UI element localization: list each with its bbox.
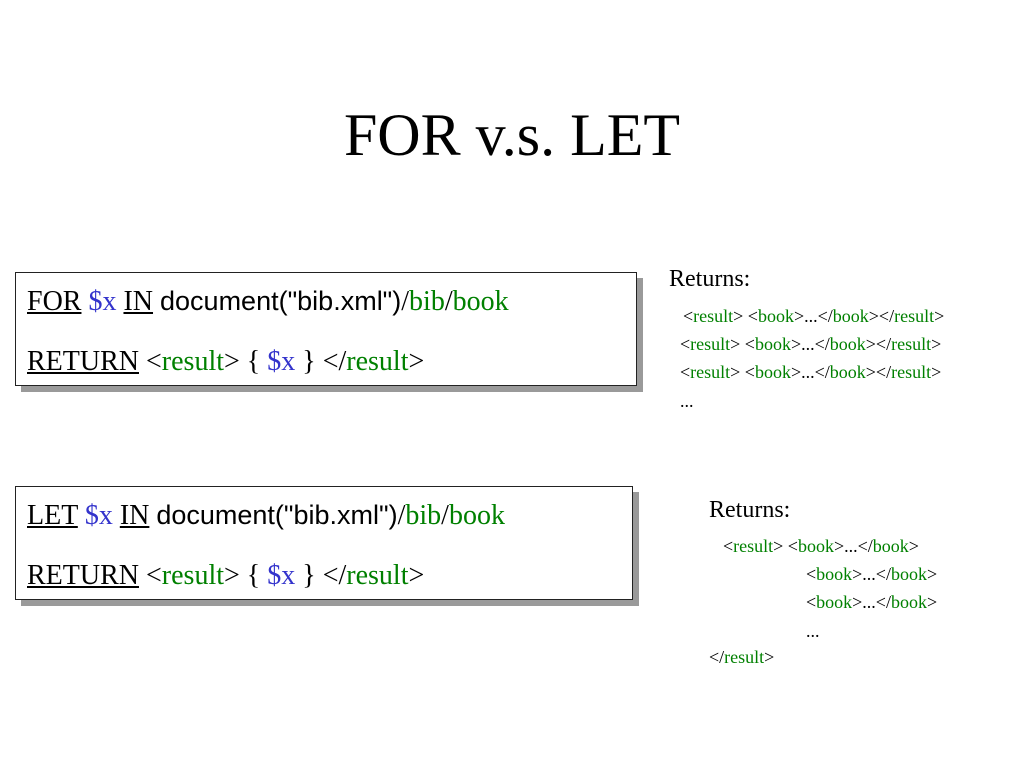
for-query-box: FOR $x IN document("bib.xml")/bib/book R… [15, 272, 637, 386]
path-separator: / [397, 500, 406, 531]
tag-punct: > { [224, 560, 261, 591]
let-result-book-row: <book>...</book> [806, 564, 938, 584]
in-keyword: IN [119, 500, 150, 531]
let-result-open-row: <result> <book>...</book> [723, 536, 919, 556]
return-variable: $x [267, 560, 296, 591]
document-call: document("bib.xml") [156, 500, 398, 530]
let-result-book-row: <book>...</book> [806, 592, 938, 612]
path-bib: bib [409, 286, 445, 317]
for-returns-label: Returns: [669, 266, 751, 292]
return-keyword: RETURN [27, 560, 139, 591]
result-close-tag: result [346, 560, 409, 591]
tag-punct: < [146, 560, 162, 591]
path-book: book [448, 500, 505, 531]
for-query-line-2: RETURN <result> { $x } </result> [27, 346, 424, 378]
path-book: book [452, 286, 509, 317]
path-bib: bib [405, 500, 442, 531]
let-query-box: LET $x IN document("bib.xml")/bib/book R… [15, 486, 633, 600]
path-separator: / [441, 500, 449, 531]
result-open-tag: result [161, 346, 225, 377]
in-keyword: IN [123, 286, 154, 317]
let-keyword: LET [27, 500, 78, 531]
tag-punct: } </ [302, 560, 347, 591]
result-close-tag: result [346, 346, 409, 377]
for-query-line-1: FOR $x IN document("bib.xml")/bib/book [27, 285, 509, 318]
let-variable: $x [84, 500, 113, 531]
path-separator: / [401, 286, 410, 317]
document-call: document("bib.xml") [160, 286, 402, 316]
let-result-close-row: </result> [709, 647, 775, 667]
result-open-tag: result [161, 560, 225, 591]
for-result-row: <result> <book>...</book></result> [680, 334, 942, 354]
tag-punct: < [146, 346, 162, 377]
let-result-ellipsis: ... [806, 621, 820, 641]
let-query-line-2: RETURN <result> { $x } </result> [27, 560, 424, 592]
slide-title: FOR v.s. LET [343, 102, 681, 168]
tag-punct: } </ [302, 346, 347, 377]
tag-punct: > [408, 560, 425, 591]
return-keyword: RETURN [27, 346, 139, 377]
for-result-ellipsis: ... [680, 391, 694, 411]
return-variable: $x [267, 346, 296, 377]
for-result-row: <result> <book>...</book></result> [680, 362, 942, 382]
tag-punct: > [408, 346, 425, 377]
for-result-row: <result> <book>...</book></result> [683, 306, 945, 326]
tag-punct: > { [224, 346, 261, 377]
for-keyword: FOR [27, 286, 82, 317]
for-variable: $x [88, 286, 117, 317]
path-separator: / [444, 286, 453, 317]
let-returns-label: Returns: [709, 497, 791, 523]
let-query-line-1: LET $x IN document("bib.xml")/bib/book [27, 499, 505, 532]
